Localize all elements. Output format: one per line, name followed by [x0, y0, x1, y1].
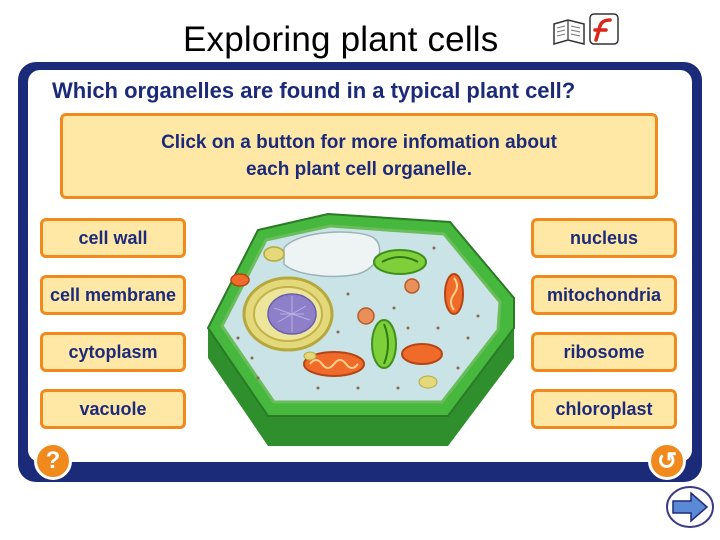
help-button[interactable]: ? [34, 442, 72, 480]
chloroplast [371, 319, 397, 369]
next-arrow-icon [666, 486, 714, 528]
mitochondrion [303, 351, 365, 377]
back-icon: ↺ [656, 447, 678, 475]
mitochondria-button[interactable]: mitochondria [531, 275, 677, 315]
flash-icon [589, 13, 619, 45]
ribosome-button[interactable]: ribosome [531, 332, 677, 372]
nucleus [242, 276, 334, 352]
plant-cell-illustration [206, 212, 515, 446]
chloroplast [373, 249, 427, 275]
help-icon: ? [45, 447, 61, 474]
cell-wall-button[interactable]: cell wall [40, 218, 186, 258]
cytoplasm-button[interactable]: cytoplasm [40, 332, 186, 372]
title-icons [553, 13, 619, 45]
ribosomes [236, 246, 480, 390]
chloroplast-button[interactable]: chloroplast [531, 389, 677, 429]
info-box: Click on a button for more infomation ab… [60, 113, 658, 199]
next-arrow-button[interactable] [665, 485, 715, 529]
mitochondrion [230, 273, 250, 287]
vacuole-button[interactable]: vacuole [40, 389, 186, 429]
question-heading: Which organelles are found in a typical … [52, 78, 576, 103]
vacuole [283, 231, 381, 278]
nucleus-button[interactable]: nucleus [531, 218, 677, 258]
cell-membrane-button[interactable]: cell membrane [40, 275, 186, 315]
slide-title: Exploring plant cells [183, 20, 499, 59]
mitochondrion [444, 273, 464, 315]
back-button[interactable]: ↺ [648, 442, 686, 480]
book-icon [553, 19, 585, 45]
mitochondrion [401, 343, 443, 365]
